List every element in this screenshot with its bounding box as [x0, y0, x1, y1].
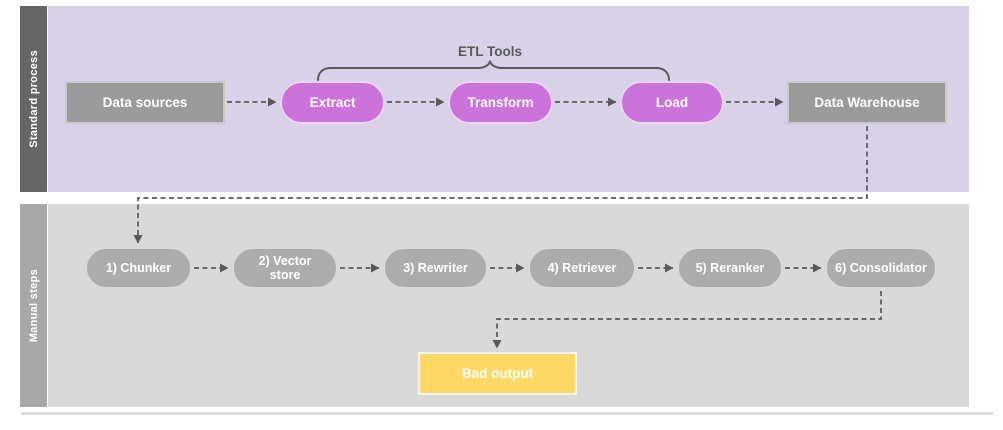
node-data-sources: Data sources: [65, 81, 225, 124]
node-retriever: 4) Retriever: [528, 247, 636, 289]
lane-label-manual-steps: Manual steps: [20, 204, 47, 407]
lane-label-manual-steps-text: Manual steps: [27, 268, 40, 343]
lane-label-standard-process: Standard process: [20, 6, 47, 192]
node-chunker: 1) Chunker: [85, 247, 192, 289]
node-vector-store: 2) Vector store: [232, 247, 338, 289]
bottom-divider: [21, 412, 993, 415]
node-rewriter: 3) Rewriter: [383, 247, 488, 289]
node-bad-output: Bad output: [418, 352, 577, 395]
etl-tools-label: ETL Tools: [458, 44, 522, 59]
lane-label-standard-process-text: Standard process: [27, 50, 40, 148]
node-load: Load: [620, 81, 724, 124]
node-consolidator: 6) Consolidator: [825, 247, 937, 289]
node-data-warehouse: Data Warehouse: [787, 81, 947, 124]
node-extract: Extract: [280, 81, 385, 124]
node-transform: Transform: [448, 81, 553, 124]
node-reranker: 5) Reranker: [677, 247, 783, 289]
